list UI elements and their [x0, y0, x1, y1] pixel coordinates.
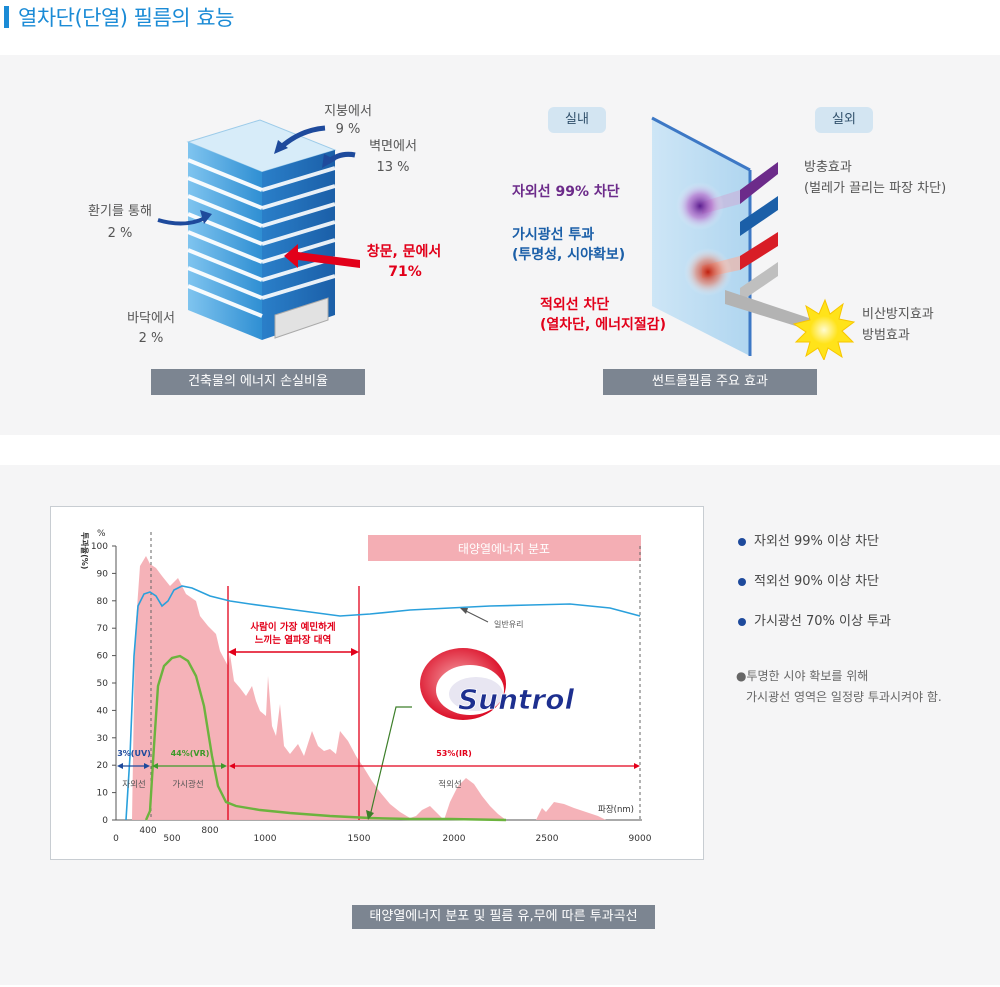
visible-effect-detail: (투명성, 시야확보) [512, 247, 626, 263]
roof-percent: 9 % [335, 122, 361, 137]
x-tick-label: 0 [113, 834, 119, 844]
film-illustration [651, 116, 856, 360]
indoor-label: 실내 [548, 107, 606, 133]
logo-text: Suntrol [458, 683, 574, 716]
bullet-dot [738, 617, 746, 626]
x-tick-label: 1000 [254, 834, 277, 844]
vent-percent: 2 % [107, 226, 133, 241]
x-tick-label: 400 [139, 826, 156, 836]
x-ticks: 0 400 500 800 1000 1500 2000 2500 9000 [113, 826, 652, 844]
uv-range-right [144, 763, 150, 769]
shatter-effect: 비산방지효과 [862, 307, 934, 322]
y-tick-label: 10 [97, 789, 109, 799]
solar-distribution-far-ir [536, 802, 606, 820]
y-tick-label: 100 [91, 542, 108, 552]
vr-percent: 44%(VR) [171, 749, 210, 758]
outdoor-label: 실외 [815, 107, 873, 133]
roof-label: 지붕에서 [324, 104, 372, 119]
sensitive-label-1: 사람이 가장 예민하게 [250, 621, 335, 633]
x-tick-label: 2500 [536, 834, 559, 844]
note-line-1: ●투명한 시야 확보를 위해 [736, 669, 869, 683]
film-caption: 썬트롤필름 주요 효과 [603, 369, 817, 395]
plain-glass-curve [125, 585, 641, 821]
floor-percent: 2 % [138, 331, 164, 346]
glass-label-head [460, 608, 468, 614]
uv-range-left [117, 763, 123, 769]
solar-distribution-ir [444, 778, 506, 820]
x-tick-label: 500 [163, 834, 180, 844]
ir-range-left [229, 763, 235, 769]
y-tick-label: 30 [97, 734, 109, 744]
y-tick-label: 20 [97, 761, 109, 771]
y-title: 투과율(%) [80, 532, 90, 569]
floor-label: 바닥에서 [127, 311, 175, 326]
vr-name: 가시광선 [172, 779, 203, 790]
uv-name: 자외선 [122, 779, 145, 790]
bullet-dot [738, 537, 746, 546]
x-tick-label: 9000 [629, 834, 652, 844]
ir-effect: 적외선 차단 [540, 297, 610, 313]
y-tick-label: 80 [97, 597, 109, 607]
insect-effect-detail: (벌레가 끌리는 파장 차단) [804, 181, 947, 196]
glass-label-line [463, 609, 489, 623]
y-tick-label: 50 [97, 679, 109, 689]
sensitive-arrow-left [228, 648, 236, 656]
chart-caption: 태양열에너지 분포 및 필름 유,무에 따른 투과곡선 [352, 905, 655, 929]
note-line-2: 가시광선 영역은 일정량 투과시켜야 함. [746, 690, 942, 704]
solar-banner-bg [368, 535, 641, 561]
bullet-ir-text: 적외선 90% 이상 차단 [754, 574, 880, 589]
ir-effect-detail: (열차단, 에너지절감) [540, 317, 667, 333]
vr-range-right [221, 763, 227, 769]
solar-distribution [132, 556, 444, 820]
bullet-ir: 적외선 90% 이상 차단 [738, 570, 879, 589]
y-tick-label: 60 [97, 652, 109, 662]
sensitive-label-2: 느끼는 열파장 대역 [255, 634, 332, 646]
logo-callout-head [366, 810, 374, 820]
window-label: 창문, 문에서 [366, 244, 442, 260]
logo-callout [369, 706, 412, 817]
x-tick-label: 1500 [348, 834, 371, 844]
suntrol-logo: Suntrol [420, 648, 575, 720]
sensitive-arrow-right [351, 648, 359, 656]
security-effect: 방범효과 [862, 328, 910, 343]
bullet-visible: 가시광선 70% 이상 투과 [738, 610, 891, 629]
window-percent: 71% [388, 264, 422, 280]
x-tick-label: 2000 [443, 834, 466, 844]
y-unit: % [97, 529, 106, 539]
vent-label: 환기를 통해 [88, 204, 152, 219]
building-illustration [157, 119, 360, 340]
solar-banner: 태양열에너지 분포 [458, 542, 550, 556]
y-tick-label: 40 [97, 706, 109, 716]
page-title: 열차단(단열) 필름의 효능 [18, 6, 234, 30]
wall-label: 벽면에서 [369, 139, 417, 154]
y-tick-label: 0 [102, 816, 108, 826]
visible-effect: 가시광선 투과 [512, 227, 595, 243]
bullet-uv: 자외선 99% 이상 차단 [738, 530, 879, 549]
x-tick-label: 800 [201, 826, 218, 836]
glass-label: 일반유리 [494, 620, 523, 629]
bullet-uv-text: 자외선 99% 이상 차단 [754, 534, 880, 549]
uv-effect: 자외선 99% 차단 [512, 184, 620, 200]
ir-range-right [634, 763, 640, 769]
ir-percent: 53%(IR) [436, 749, 472, 758]
building-caption: 건축물의 에너지 손실비율 [151, 369, 365, 395]
bullet-visible-text: 가시광선 70% 이상 투과 [754, 614, 891, 629]
y-tick-label: 90 [97, 569, 109, 579]
y-tick-label: 70 [97, 624, 109, 634]
x-unit: 파장(nm) [598, 804, 634, 815]
title-accent-bar [4, 6, 9, 28]
wall-percent: 13 % [376, 160, 410, 175]
vr-range-left [152, 763, 158, 769]
insect-effect: 방충효과 [804, 160, 852, 175]
bullet-dot [738, 577, 746, 586]
film-curve [144, 654, 507, 822]
uv-percent: 3%(UV) [117, 749, 151, 758]
ir-name: 적외선 [438, 779, 461, 790]
